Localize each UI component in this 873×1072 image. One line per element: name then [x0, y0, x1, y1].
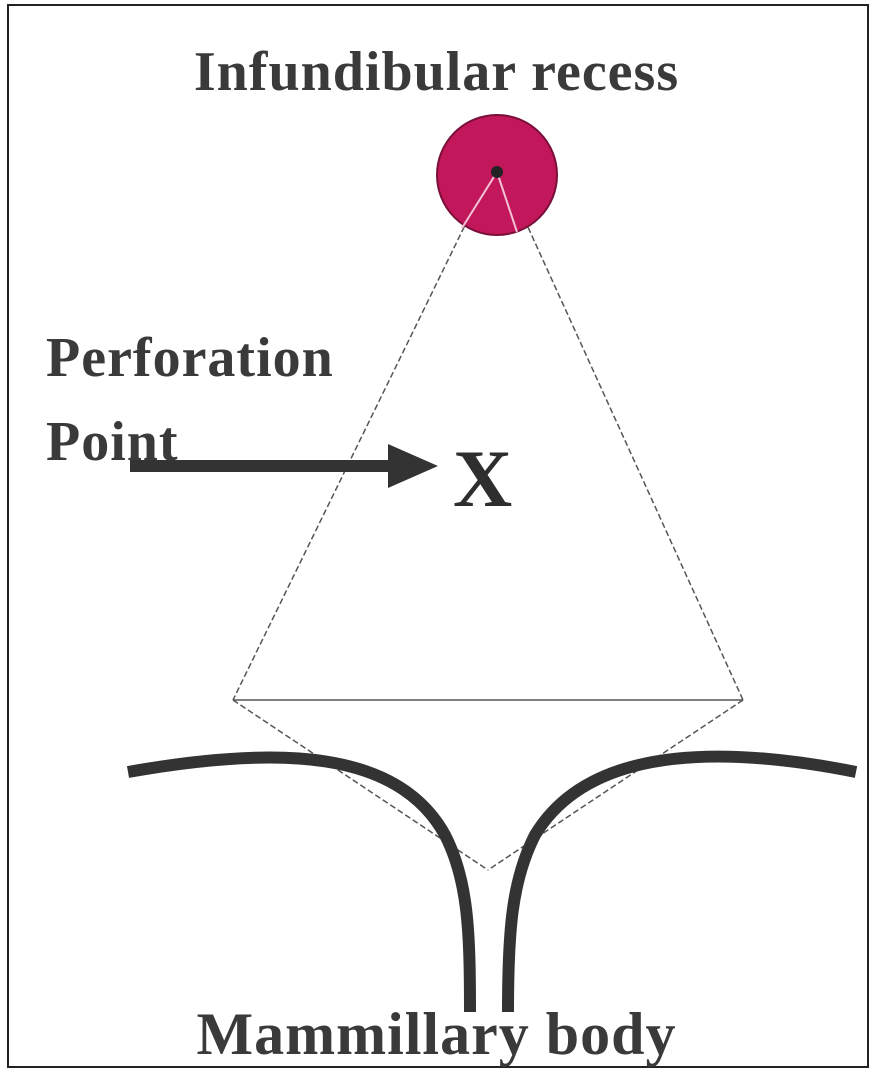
frame-border	[7, 4, 869, 1068]
mammillary-body-label: Mammillary body	[196, 1001, 677, 1067]
perforation-point-label-line2: Point	[46, 411, 179, 473]
recess-inner-wedge	[461, 171, 518, 233]
recess-center-dot	[491, 166, 503, 178]
triangle-right-edge	[501, 169, 744, 701]
infundibular-recess-label: Infundibular recess	[193, 41, 680, 103]
triangle-left-edge	[232, 169, 493, 701]
mammillary-body-left-curve	[126, 751, 476, 1013]
mammillary-body-right-curve	[502, 750, 858, 1013]
right-arrow-icon	[130, 444, 438, 488]
perforation-point-label-line1: Perforation	[46, 327, 334, 389]
perforation-target-marker: X	[453, 433, 513, 524]
